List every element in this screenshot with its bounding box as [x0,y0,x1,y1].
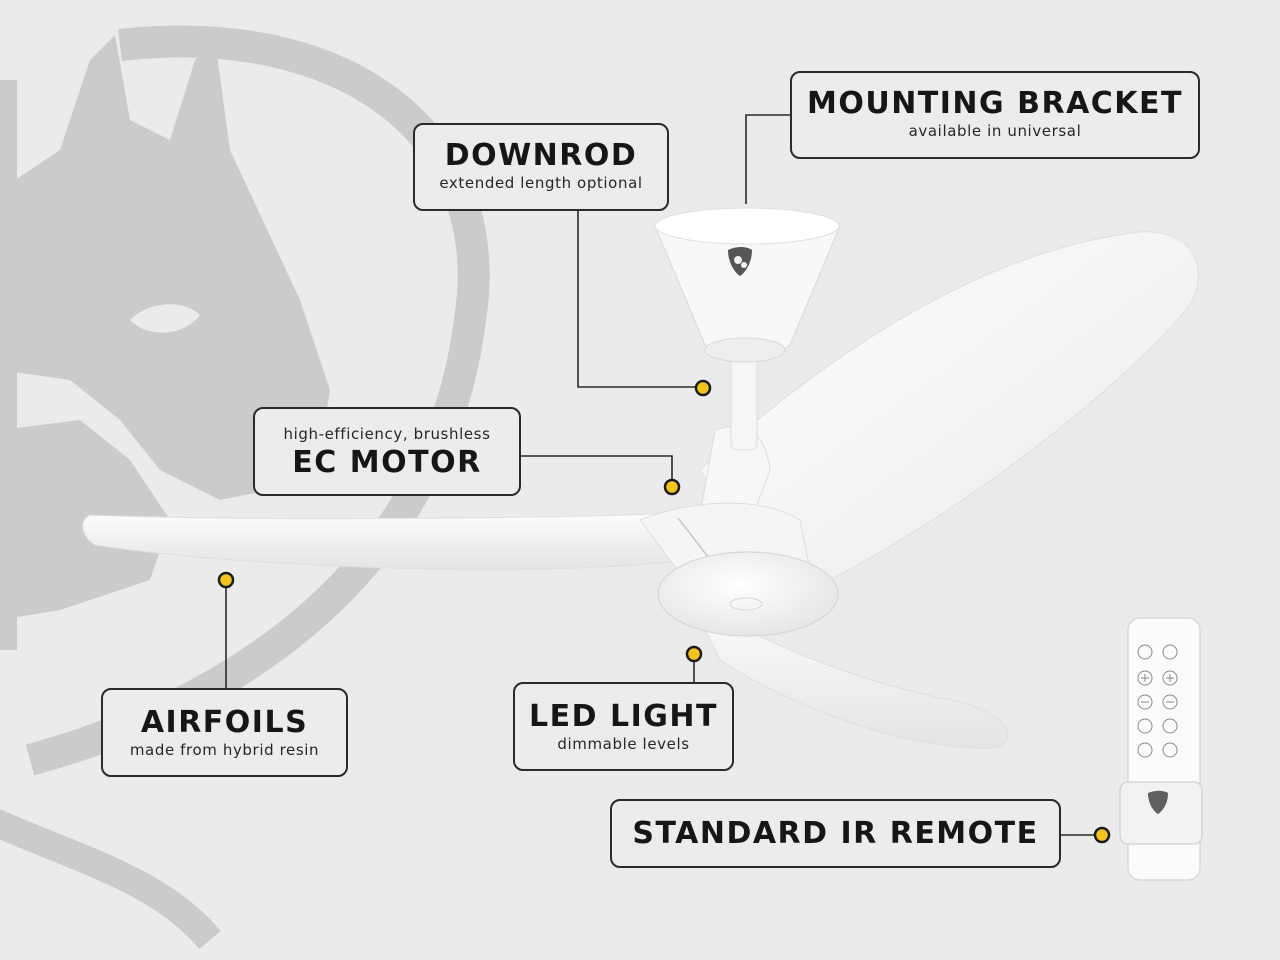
callout-title: AIRFOILS [140,705,309,740]
remote-canopy-logo-icon [1148,790,1168,814]
callout-subtitle: made from hybrid resin [129,741,320,759]
marker-motor [663,478,681,496]
marker-airfoils [217,571,235,589]
leader-line-downrod [577,211,703,388]
leader-line-motor [521,455,673,487]
marker-led [685,645,703,663]
blade-left [82,511,701,570]
callout-markers [217,379,1111,844]
fan-blades [82,231,1199,749]
mounting-canopy [654,207,841,363]
fan-motor-hub [639,425,839,637]
callout-subtitle: high-efficiency, brushless [283,425,491,443]
callout-subtitle: available in universal [908,122,1082,140]
marker-downrod [694,379,712,397]
callout-subtitle: dimmable levels [557,735,690,753]
callout-title: DOWNROD [444,138,638,173]
marker-remote [1093,826,1111,844]
callout-airfoils: AIRFOILS made from hybrid resin [101,688,348,777]
downrod-shape [730,354,758,451]
callout-title: EC MOTOR [292,445,482,480]
donkey-logo-icon [728,247,752,276]
callout-title: MOUNTING BRACKET [806,86,1184,121]
blade-right [699,231,1199,601]
remote-buttons [1137,644,1178,758]
led-light-disc [657,551,839,637]
callout-mounting-bracket: MOUNTING BRACKET available in universal [790,71,1200,159]
donkey-eye-shape [130,304,200,333]
callout-title: STANDARD IR REMOTE [632,816,1039,851]
callout-title: LED LIGHT [529,699,718,734]
callout-downrod: DOWNROD extended length optional [413,123,669,211]
ir-remote-image [1119,617,1203,881]
leader-line-mounting [745,114,790,204]
callout-led-light: LED LIGHT dimmable levels [513,682,734,771]
callout-ec-motor: high-efficiency, brushless EC MOTOR [253,407,521,496]
blade-bottom [688,598,1009,749]
callout-subtitle: extended length optional [439,174,643,192]
donkey-logo-watermark [0,25,490,950]
callout-standard-ir-remote: STANDARD IR REMOTE [610,799,1061,868]
